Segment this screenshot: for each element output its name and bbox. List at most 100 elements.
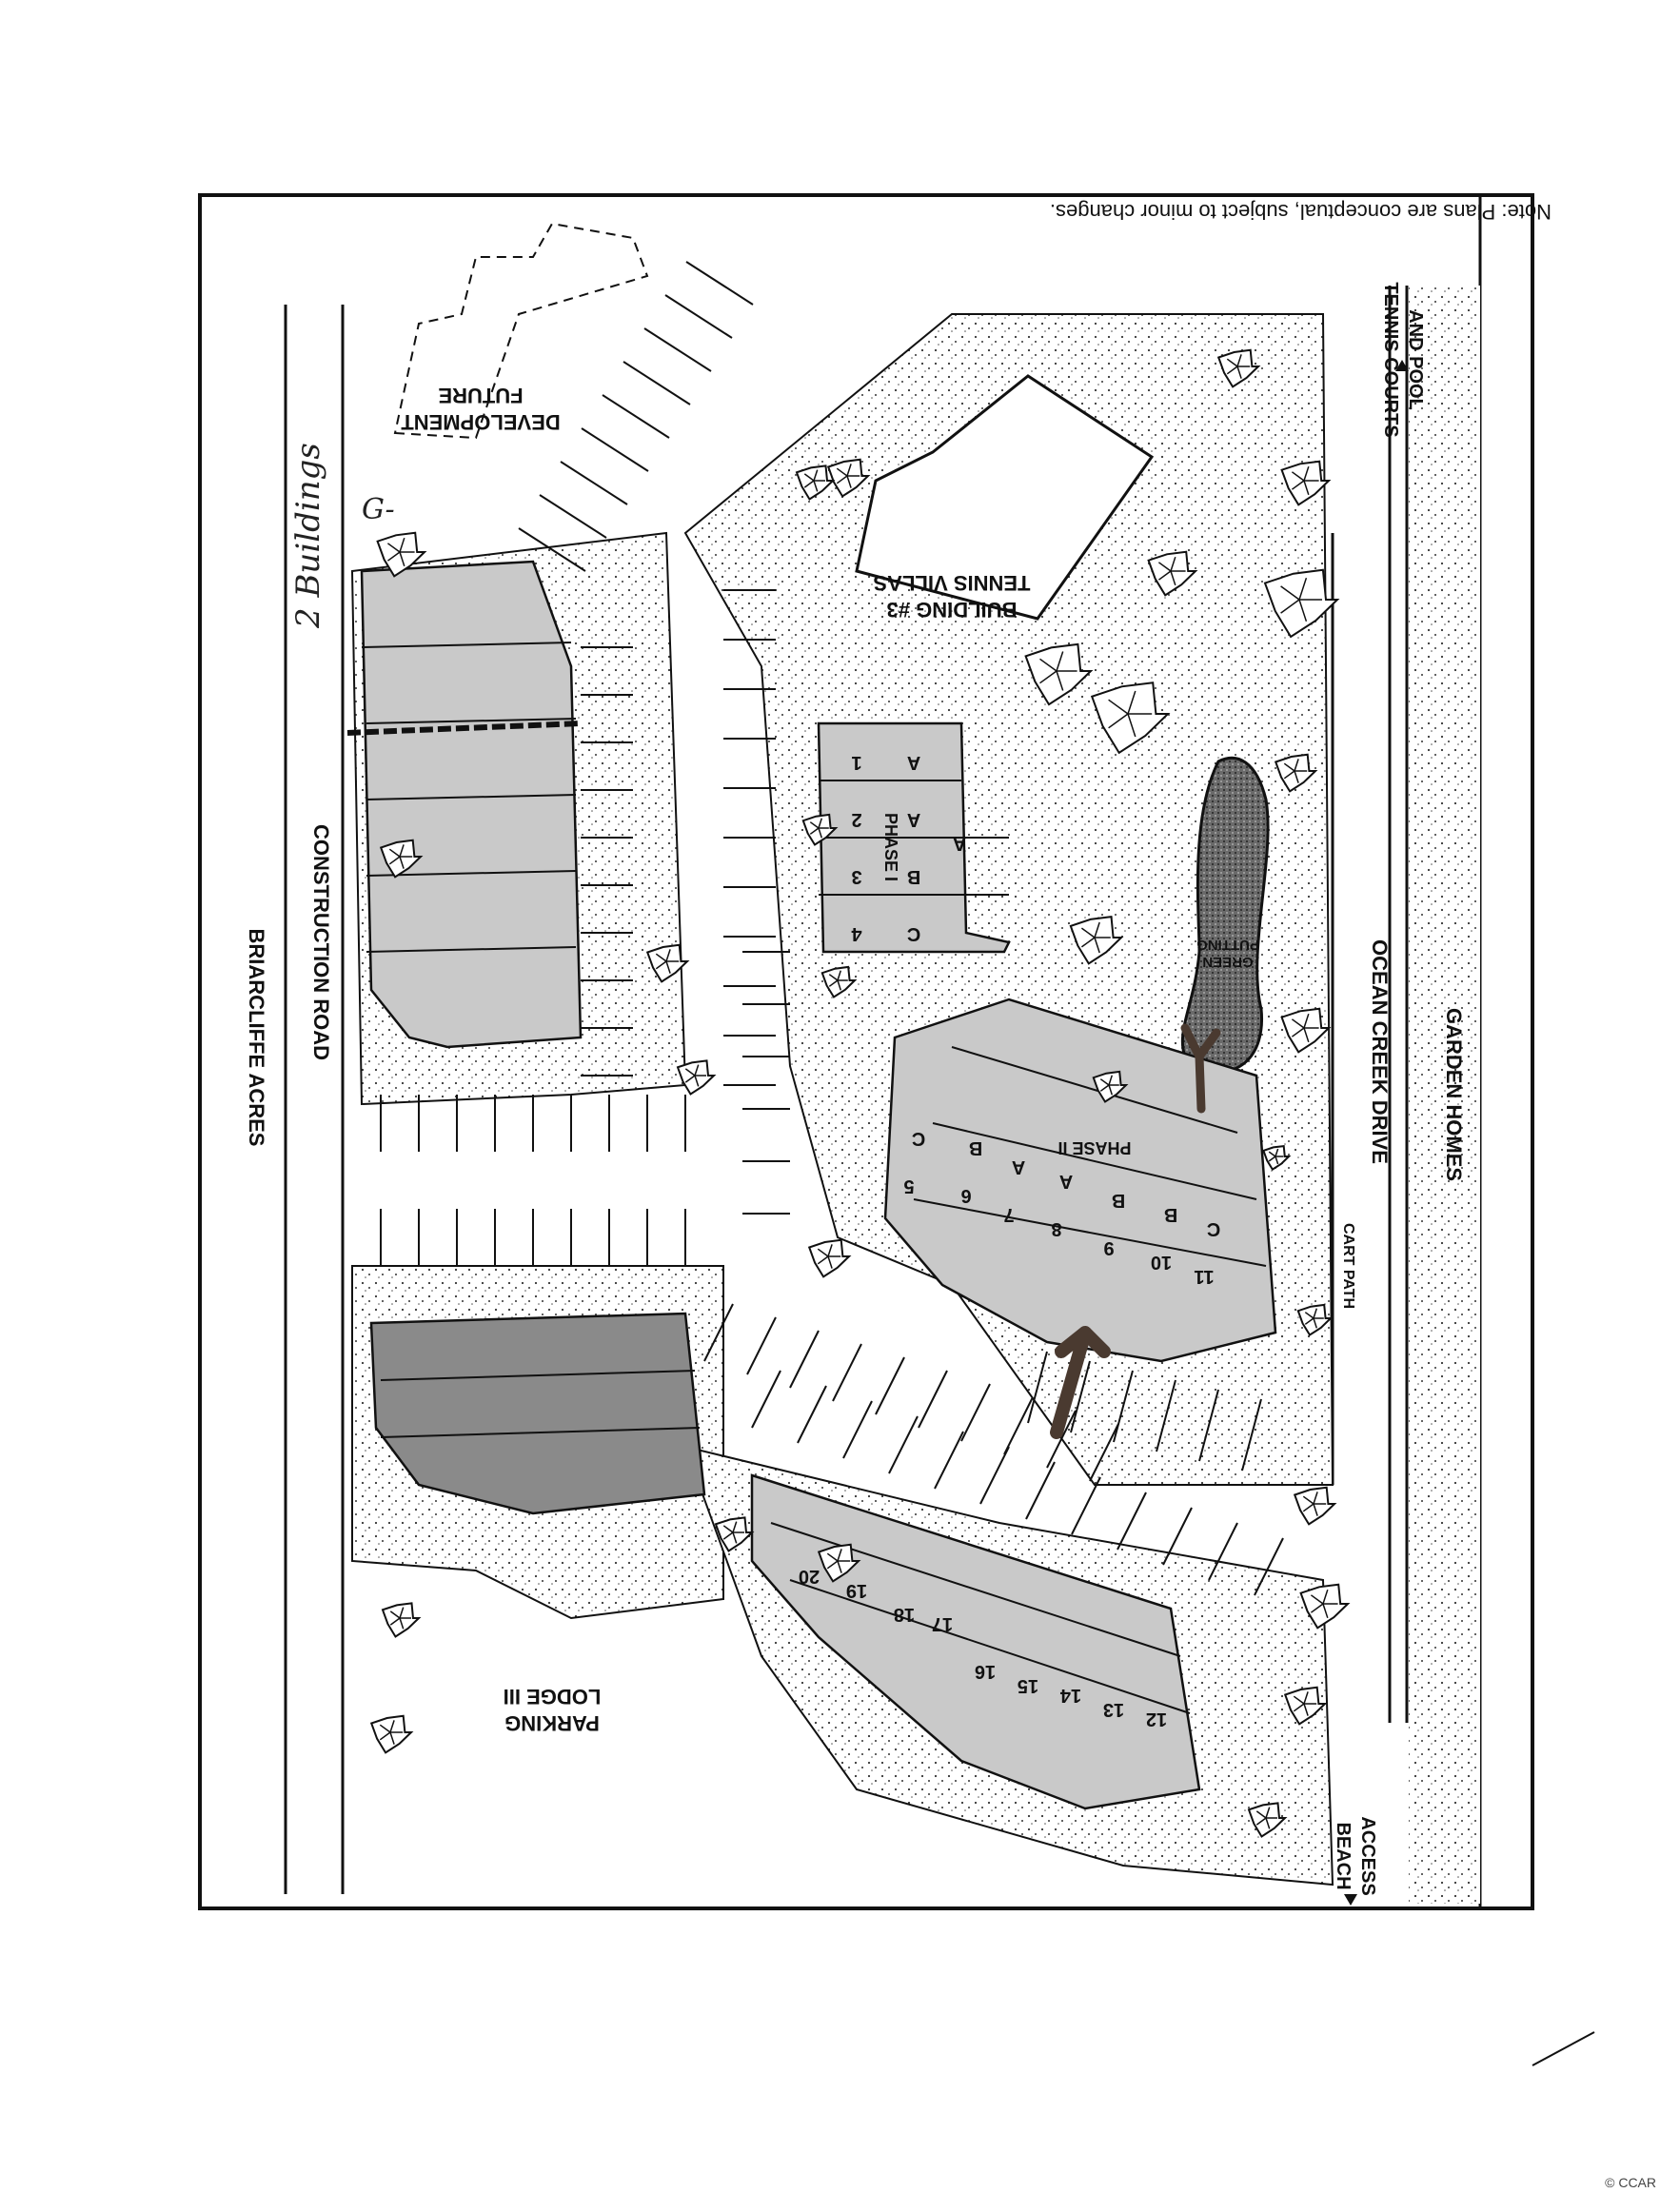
future-development-outline [393,222,649,440]
phase-ii-unit-5: 5 [903,1176,914,1196]
phase-ii-unit-7: 7 [1003,1204,1014,1225]
future-dev-row-stall [685,261,754,306]
tree-icon [801,813,839,846]
arrow-to-phase-ii-icon [1050,1326,1111,1439]
svg-text:FUTURE: FUTURE [438,384,523,407]
svg-text:ACCESS: ACCESS [1357,1816,1378,1895]
phase-i-label: A [953,833,966,854]
tree-icon [807,1238,852,1278]
south-east-row-b-stall [888,1415,919,1474]
tennis-villas-label: TENNIS VILLAS BUILDING #3 [873,571,1030,622]
south-east-unit-20: 20 [799,1566,820,1587]
south-east-unit-17: 17 [932,1613,953,1634]
future-dev-row-stall [664,294,733,339]
south-east-unit-12: 12 [1146,1709,1167,1729]
lodge-parking-label: LODGE III PARKING [504,1685,602,1735]
phase-ii-row-stall [1070,1360,1091,1433]
phase-i-unit-letter-4: C [907,923,920,944]
south-east-unit-19: 19 [846,1580,867,1601]
putting-green [1180,756,1270,1074]
south-east-row-b-stall [842,1400,873,1459]
tree-icon [1262,1144,1292,1171]
svg-text:TENNIS VILLAS: TENNIS VILLAS [873,571,1030,595]
south-east-row-b-stall [1117,1492,1147,1551]
tree-icon [1263,568,1340,639]
phase-i-buildings [817,721,1011,954]
lodge-buildings [369,1312,706,1515]
south-east-row-b-stall [979,1446,1010,1505]
phase-i-unit-2: 2 [851,809,861,830]
phase-ii-row-stall [1156,1379,1176,1452]
south-east-row-b-stall [1025,1461,1056,1520]
south-east-unit-18: 18 [894,1604,915,1625]
phase-ii-unit-6: 6 [960,1185,971,1206]
phase-ii-row-stall [1198,1389,1219,1462]
svg-text:AND POOL: AND POOL [1405,309,1426,410]
svg-text:PHASE II: PHASE II [1057,1138,1131,1157]
south-east-row-a-stall [789,1330,820,1389]
svg-text:PHASE I: PHASE I [881,813,900,881]
svg-text:LODGE III: LODGE III [504,1685,602,1709]
phase-ii-unit-letter-11: C [1207,1218,1220,1239]
future-development-label: FUTURE DEVELOPMENT [401,384,561,434]
handwritten-g-note: G- [362,493,395,526]
garden-homes-strip [1409,286,1480,1904]
putting-green-label: PUTTING GREEN [1196,937,1259,970]
south-east-unit-14: 14 [1059,1685,1081,1706]
phase-ii-buildings [883,998,1277,1363]
handwritten-buildings-note: 2 Buildings [289,443,327,629]
south-east-row-a-stall [875,1356,905,1415]
phase-ii-unit-10: 10 [1151,1252,1172,1273]
south-east-row-a-stall [1003,1396,1034,1455]
phase-i-unit-letter-1: A [907,752,920,773]
tree-icon [795,464,836,501]
tree-icon [1092,1070,1129,1103]
phase-ii-unit-9: 9 [1103,1237,1114,1258]
south-east-row-a-stall [918,1370,948,1429]
briarcliffe-acres-label: BRIARCLIFFE ACRES [245,929,268,1147]
phase-ii-unit-letter-8: A [1059,1171,1073,1192]
ocean-creek-drive-label: OCEAN CREEK DRIVE [1368,939,1392,1164]
south-east-row-b-stall [934,1431,964,1490]
future-dev-row-stall [602,394,670,439]
plan-note: Note: Plans are conceptual, subject to m… [1050,200,1552,224]
tree-icon [676,1059,717,1096]
svg-text:CONSTRUCTION ROAD: CONSTRUCTION ROAD [309,824,333,1060]
garden-homes-label: GARDEN HOMES [1442,1008,1466,1181]
south-east-unit-15: 15 [1018,1675,1038,1696]
tree-icon [1296,1303,1334,1336]
svg-text:DEVELOPMENT: DEVELOPMENT [401,410,561,434]
future-dev-row-stall [581,427,649,472]
south-east-row-b-stall [1162,1507,1193,1566]
phase-i-unit-letter-2: A [907,809,920,830]
svg-text:A: A [953,833,966,854]
tree-icon [1090,682,1171,755]
phase-ii-unit-8: 8 [1051,1218,1061,1239]
south-east-row-b-stall [1208,1522,1238,1581]
svg-text:PUTTING: PUTTING [1196,937,1259,953]
south-east-row-b-stall [751,1370,781,1429]
svg-text:BEACH: BEACH [1333,1822,1354,1889]
copyright-mark: © CCAR [1605,2175,1656,2190]
tree-icon [1247,1802,1288,1838]
svg-text:CART PATH: CART PATH [1340,1223,1356,1309]
beach-access-label: BEACH ACCESS [1333,1816,1378,1895]
south-east-unit-16: 16 [975,1661,996,1682]
tree-icon [379,839,424,879]
phase-i-title: PHASE I [881,813,900,881]
phase-ii-unit-letter-7: A [1012,1156,1025,1177]
svg-text:PARKING: PARKING [504,1711,600,1735]
phase-ii-unit-letter-6: B [969,1137,982,1158]
tree-icon [1274,753,1318,793]
south-east-row-a-stall [1089,1423,1119,1482]
tree-icon [376,531,427,578]
phase-ii-row-stall [1241,1398,1262,1472]
south-east-row-a-stall [832,1343,862,1402]
tree-icon [1147,550,1198,597]
arrow-to-putting-green-icon [1180,1023,1221,1114]
construction-road-label: CONSTRUCTION ROAD [309,824,333,1060]
tree-icon [1280,1007,1332,1054]
